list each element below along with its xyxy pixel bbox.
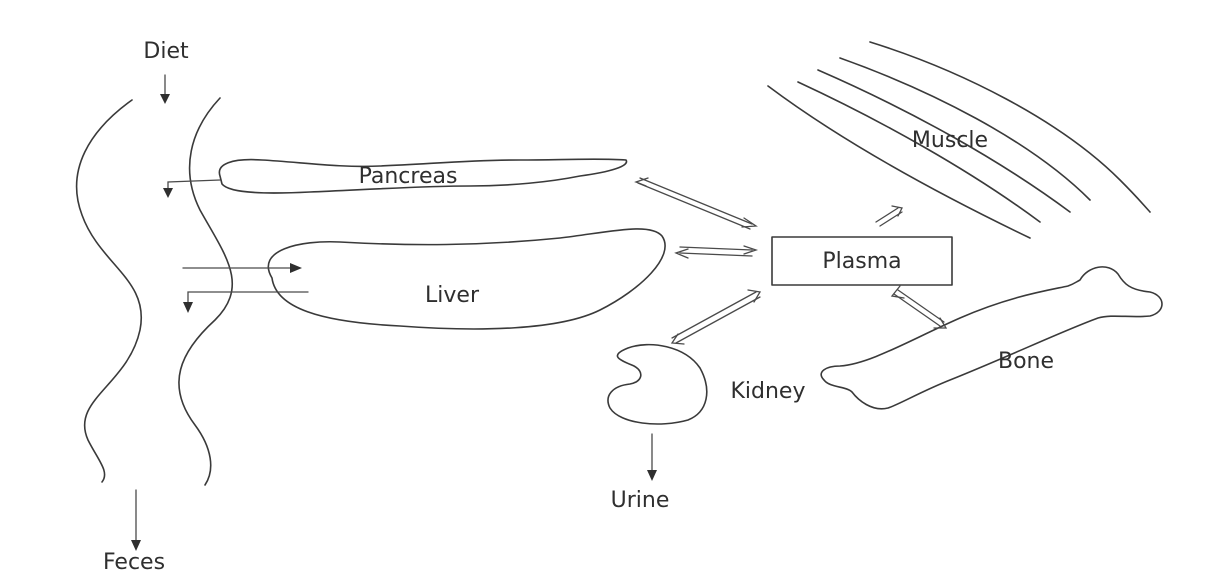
label-feces: Feces — [103, 550, 165, 573]
label-liver: Liver — [425, 283, 480, 308]
label-kidney: Kidney — [730, 379, 805, 404]
label-plasma: Plasma — [822, 249, 901, 274]
label-bone: Bone — [998, 349, 1054, 374]
label-muscle: Muscle — [912, 128, 988, 153]
label-urine: Urine — [611, 488, 670, 513]
label-diet: Diet — [143, 39, 189, 64]
label-pancreas: Pancreas — [359, 164, 458, 189]
